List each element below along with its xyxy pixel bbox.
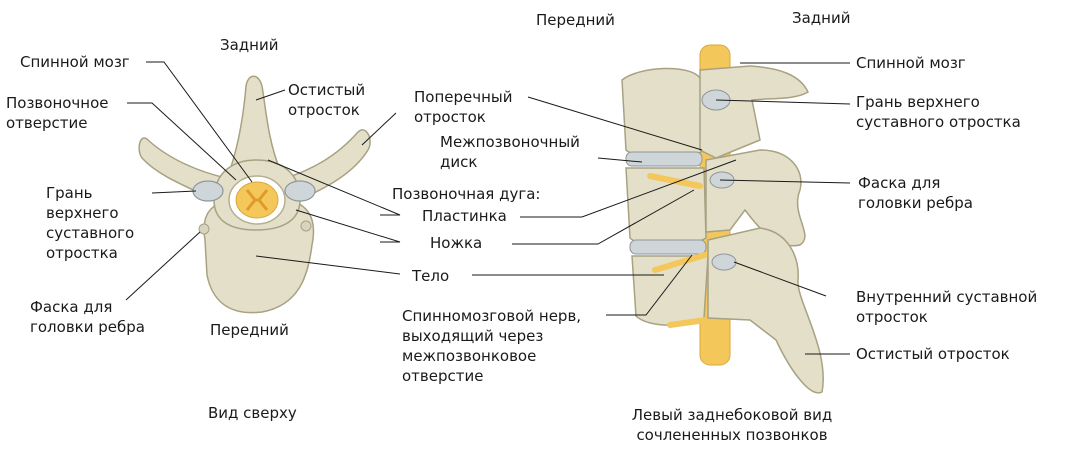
spinal-cord-label-left: Спинной мозг: [20, 53, 130, 71]
line-pedicle-right: [512, 189, 695, 245]
rib-facet-right-line-2: головки ребра: [858, 194, 973, 212]
spinous-process: [228, 75, 282, 171]
line-lamina: [267, 159, 401, 216]
disc-line-1: Межпозвоночный: [440, 133, 580, 151]
line-inferior-articular: [733, 261, 827, 297]
facet-left-line-4: отростка: [46, 244, 118, 262]
spinous-left-line-2: отросток: [288, 101, 360, 119]
line-spinal-cord-left: [146, 61, 253, 183]
facet-left-line-2: верхнего: [46, 204, 119, 222]
disc-1: [625, 151, 703, 167]
inferior-articular-label: Внутренний суставной отросток: [856, 287, 1037, 327]
line-pedicle: [295, 209, 401, 243]
inferior-articular-line-1: Внутренний суставной: [856, 288, 1038, 306]
line-transverse-left: [361, 112, 397, 146]
line-body: [255, 255, 401, 275]
line-spinous-left: [255, 89, 286, 101]
facet-right-line-1: Грань верхнего: [856, 93, 980, 111]
nerve-3: [667, 315, 723, 328]
nerve-2: [652, 252, 708, 273]
spinous-process-label-left: Остистый отросток: [288, 80, 365, 120]
rib-facet-label-right: Фаска для головки ребра: [858, 173, 973, 213]
arch-3: [707, 227, 824, 394]
lateral-view-column: [621, 44, 824, 394]
facet-right-line-2: суставного отростка: [856, 113, 1021, 131]
spinal-nerve-label: Спинномозговой нерв, выходящий через меж…: [402, 306, 581, 386]
superior-facet-label-left: Грань верхнего суставного отростка: [46, 183, 134, 263]
lateral-posterior-label: Задний: [792, 9, 851, 27]
rib-facet-left-line-1: Фаска для: [30, 298, 113, 316]
nerve-line-1: Спинномозговой нерв,: [402, 307, 582, 325]
facet-left: [192, 180, 224, 202]
spinous-process-label-right: Остистый отросток: [856, 345, 1010, 363]
lateral-view-title: Левый заднебоковой вид сочлененных позво…: [612, 405, 852, 445]
pedicle-label: Ножка: [430, 234, 483, 252]
line-disc: [597, 157, 643, 163]
rib-facet-right: [300, 220, 312, 232]
lateral-title-line-1: Левый заднебоковой вид: [631, 406, 833, 424]
vertebral-arch-label: Позвоночная дуга:: [392, 185, 541, 203]
superior-view-title: Вид сверху: [208, 404, 297, 422]
grey-matter: [245, 189, 269, 211]
intervertebral-disc-label: Межпозвоночный диск: [440, 132, 580, 172]
nerve-line-3: межпозвонковое: [402, 347, 537, 365]
line-transverse-right: [527, 96, 703, 151]
line-facet-left: [151, 190, 197, 194]
rib-facet-label-left: Фаска для головки ребра: [30, 297, 145, 337]
line-facet-right: [715, 99, 851, 105]
transverse-line-1: Поперечный: [414, 88, 513, 106]
arch-1: [699, 65, 809, 159]
line-lamina-right: [520, 159, 737, 218]
lateral-facet-3: [711, 253, 737, 271]
nerve-1: [647, 173, 703, 189]
body-1: [621, 67, 705, 160]
nerve-line-2: выходящий через: [402, 327, 544, 345]
lateral-anterior-label: Передний: [536, 11, 615, 29]
disc-2: [629, 239, 707, 255]
facet-right: [284, 180, 316, 202]
rib-facet-right-line-1: Фаска для: [858, 174, 941, 192]
line-foramen: [127, 102, 237, 181]
body-label: Тело: [412, 267, 450, 285]
vertebral-foramen-line-1: Позвоночное: [6, 94, 109, 112]
rib-facet-left-line-2: головки ребра: [30, 318, 145, 336]
line-nerve: [606, 254, 693, 316]
line-rib-facet-right: [719, 179, 851, 184]
vertebral-foramen-label: Позвоночное отверстие: [6, 93, 109, 133]
vertebral-foramen-line-2: отверстие: [6, 114, 88, 132]
spinal-cord-label-right: Спинной мозг: [856, 54, 966, 72]
disc-line-2: диск: [440, 153, 478, 171]
facet-left-line-3: суставного: [46, 224, 135, 242]
line-rib-facet-left: [125, 231, 201, 301]
superior-posterior-label: Задний: [220, 36, 279, 54]
leader-lines: [125, 61, 851, 355]
inferior-articular-line-2: отросток: [856, 308, 928, 326]
lateral-title-line-2: сочлененных позвонков: [636, 426, 828, 444]
transverse-line-2: отросток: [414, 108, 486, 126]
spinous-left-line-1: Остистый: [288, 81, 366, 99]
nerve-line-4: отверстие: [402, 367, 484, 385]
superior-facet-label-right: Грань верхнего суставного отростка: [856, 92, 1021, 132]
superior-anterior-label: Передний: [210, 321, 289, 339]
lamina-label: Пластинка: [422, 207, 507, 225]
transverse-process-label: Поперечный отросток: [414, 87, 513, 127]
superior-view-vertebra: [138, 75, 371, 314]
facet-left-line-1: Грань: [46, 184, 93, 202]
rib-facet-left: [198, 223, 210, 235]
